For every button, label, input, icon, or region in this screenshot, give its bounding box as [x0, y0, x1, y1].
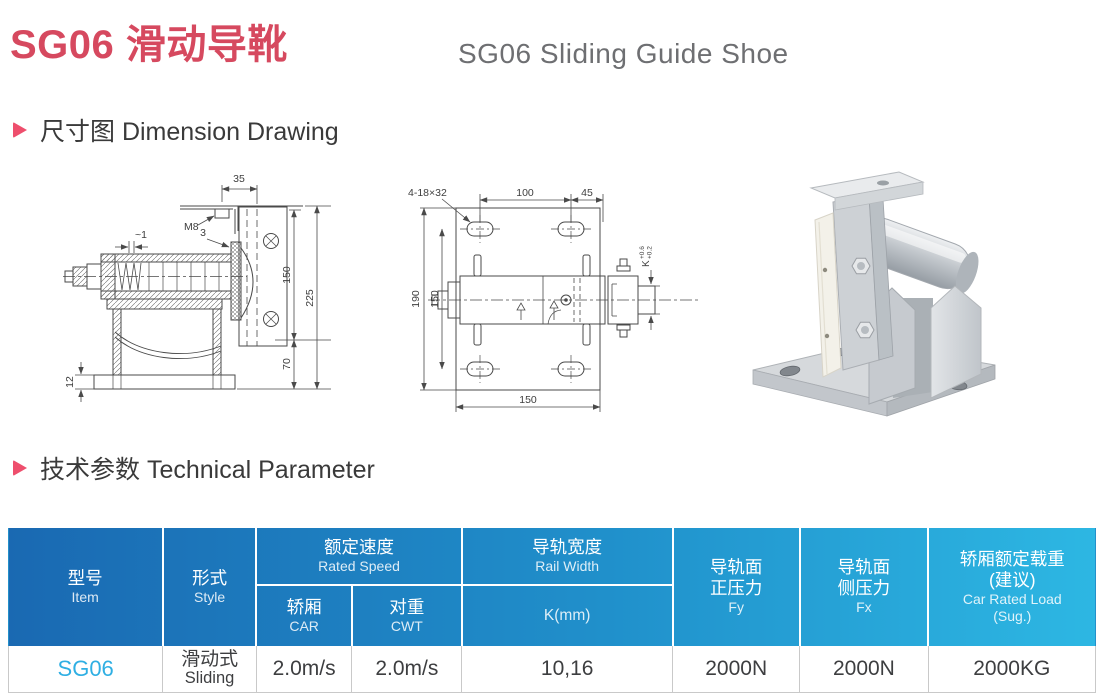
dimension-drawing-top-view: 4-18×32 100 45 190 150 150 K +0.6 +0.2 [408, 187, 700, 412]
col-header-load-en1: Car Rated Load [962, 590, 1062, 607]
col-header-style-en: Style [194, 588, 226, 605]
col-header-rail-width: 导轨宽度 Rail Width [460, 528, 673, 586]
col-header-item-zh: 型号 [67, 567, 103, 588]
dim-150-inner: 150 [429, 290, 441, 308]
section-technical-label: 技术参数 Technical Parameter [40, 456, 375, 484]
col-header-style: 形式 Style [161, 528, 257, 646]
dim-225: 225 [304, 289, 316, 307]
section-technical-parameter: 技术参数 Technical Parameter [13, 450, 375, 486]
cell-style-zh: 滑动式 [181, 649, 239, 671]
technical-parameter-table: 型号 Item 形式 Style 额定速度 Rated Speed 导轨宽度 R… [7, 528, 1097, 693]
dim-70: 70 [281, 358, 293, 370]
product-photo [752, 171, 996, 417]
table-row: SG06 滑动式 Sliding 2.0m/s 2.0m/s 10,16 200… [7, 646, 1097, 693]
dim-slot: 4-18×32 [408, 187, 447, 199]
dim-k-lower: +0.2 [647, 246, 654, 259]
section-dimension-label: 尺寸图 Dimension Drawing [40, 118, 339, 146]
dim-190: 190 [410, 290, 422, 308]
dim-3: 3 [200, 227, 206, 239]
col-header-load-zh1: 轿厢额定载重 [959, 548, 1065, 569]
col-header-fx-en: Fx [856, 599, 872, 616]
dim-12: 12 [64, 376, 76, 388]
side-view-geometry [63, 205, 303, 390]
col-header-fx: 导轨面 侧压力 Fx [798, 528, 929, 646]
cell-style-en: Sliding [184, 669, 235, 688]
col-header-rail-width-en: Rail Width [535, 557, 600, 574]
dim-100: 100 [516, 187, 534, 199]
cell-item: SG06 [7, 646, 164, 693]
cell-rail-width: 10,16 [461, 646, 674, 693]
col-header-load-en2: (Sug.) [993, 608, 1032, 624]
col-header-load: 轿厢额定载重 (建议) Car Rated Load (Sug.) [927, 528, 1096, 646]
dim-1: ~1 [135, 229, 147, 241]
col-header-k-mm: K(mm) [460, 585, 673, 646]
col-header-style-zh: 形式 [192, 567, 228, 588]
col-header-car-en: CAR [289, 617, 319, 634]
col-header-car: 轿厢 CAR [255, 585, 352, 646]
cell-fx: 2000N [799, 646, 929, 693]
col-header-cwt: 对重 CWT [350, 585, 462, 646]
photo-bolts [851, 257, 875, 339]
section-arrow-icon [13, 122, 27, 138]
col-header-k-mm-label: K(mm) [543, 607, 591, 625]
photo-top-bracket [809, 171, 925, 211]
dim-k: K [641, 260, 652, 267]
col-header-fy: 导轨面 正压力 Fy [671, 528, 800, 646]
dim-45: 45 [581, 187, 593, 199]
top-view-geometry [428, 207, 700, 391]
page-subtitle: SG06 Sliding Guide Shoe [458, 38, 789, 69]
cell-cwt-speed: 2.0m/s [351, 646, 463, 693]
side-view-dimension-labels: 35 M8 ~1 3 150 70 225 12 [64, 173, 316, 388]
side-view-dimensions [75, 185, 331, 402]
col-header-fy-en: Fy [728, 599, 744, 616]
dim-35: 35 [233, 173, 245, 185]
col-header-item: 型号 Item [9, 528, 163, 646]
dimension-drawing-side-view: 35 M8 ~1 3 150 70 225 12 [63, 173, 331, 402]
col-header-rail-width-zh: 导轨宽度 [532, 536, 603, 557]
top-view-dimensions [420, 194, 660, 412]
col-header-fy-zh2: 正压力 [709, 578, 763, 599]
col-header-car-zh: 轿厢 [286, 596, 322, 617]
col-header-fx-zh1: 导轨面 [837, 557, 891, 578]
photo-guide-plates [814, 194, 894, 378]
dim-k-tolerance: K +0.6 +0.2 [639, 246, 654, 267]
dim-150: 150 [281, 266, 293, 284]
col-header-rated-speed-en: Rated Speed [318, 557, 400, 574]
col-header-rated-speed: 额定速度 Rated Speed [255, 528, 462, 586]
cell-style: 滑动式 Sliding [162, 646, 257, 693]
table-header: 型号 Item 形式 Style 额定速度 Rated Speed 导轨宽度 R… [9, 528, 1096, 646]
col-header-item-en: Item [71, 588, 99, 605]
col-header-fx-zh2: 侧压力 [837, 578, 891, 599]
dim-150-bottom: 150 [519, 394, 537, 406]
col-header-cwt-en: CWT [390, 617, 423, 634]
dim-m8: M8 [184, 221, 199, 233]
col-header-load-zh2: (建议) [988, 569, 1036, 590]
cell-load: 2000KG [927, 646, 1097, 693]
section-dimension-drawing: 尺寸图 Dimension Drawing [13, 112, 339, 148]
col-header-cwt-zh: 对重 [389, 596, 425, 617]
cell-fy: 2000N [672, 646, 801, 693]
col-header-rated-speed-zh: 额定速度 [324, 536, 395, 557]
section-arrow-icon [13, 460, 27, 476]
page-title: SG06 滑动导靴 [10, 23, 288, 67]
cell-car-speed: 2.0m/s [255, 646, 353, 693]
top-view-dimension-labels: 4-18×32 100 45 190 150 150 K +0.6 +0.2 [408, 187, 654, 406]
col-header-fy-zh1: 导轨面 [709, 557, 763, 578]
dim-k-upper: +0.6 [639, 246, 646, 259]
